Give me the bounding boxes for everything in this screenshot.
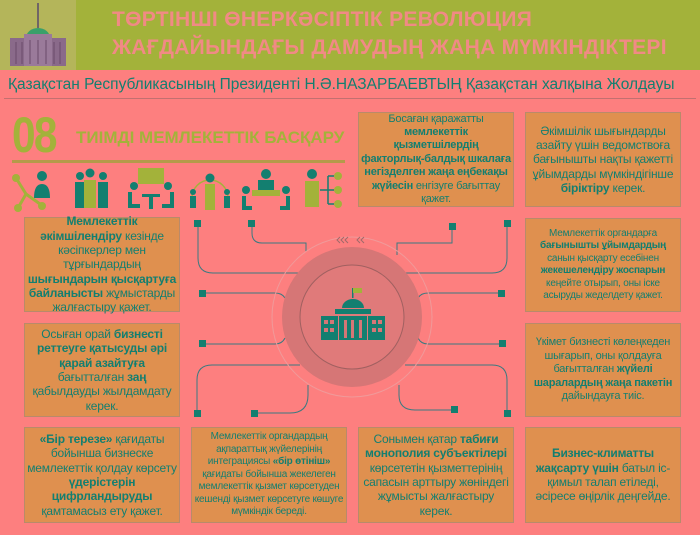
government-building-icon — [321, 288, 385, 340]
info-box-left1: Мемлекеттік әкімшілендіру кезінде кәсіпк… — [24, 214, 180, 315]
emphasis-text: үдерістерін цифрландыруды — [51, 475, 153, 504]
body-text: Босаған қаражатты — [388, 112, 484, 125]
emphasis-text: «бір өтініш» — [272, 456, 331, 468]
emphasis-text: бағынышты ұйымдардың — [540, 240, 666, 251]
emphasis-text: жекешелендіру жоспарын — [540, 265, 666, 276]
body-text: керек. — [609, 181, 646, 196]
info-box-right1: Мемлекеттік органдарға бағынышты ұйымдар… — [525, 218, 681, 312]
chevron-decoration-icon — [336, 236, 365, 244]
section-underline — [12, 160, 345, 163]
connector-endpoints — [194, 220, 511, 417]
divider — [4, 98, 696, 99]
body-text: кезінде кәсіпкерлер мен тұрғындардың — [58, 228, 164, 272]
body-text: Мемлекеттік органдарға — [549, 227, 657, 239]
body-text: санын қысқарту есебінен — [547, 252, 659, 264]
body-text: қағидаты бойынша жекелеген мемлекеттік қ… — [194, 468, 344, 518]
info-box-right3: Бизнес-климатты жақсарту үшін батыл іс-қ… — [525, 427, 681, 523]
info-box-top1: Босаған қаражатты мемлекеттік қызметшіле… — [358, 112, 514, 207]
team-icon — [75, 168, 108, 208]
body-text: Осыған орай — [41, 326, 114, 341]
info-box-text: Үкімет бизнесті көлеңкеден шығарып, оны … — [528, 336, 678, 403]
info-box-text: Бизнес-климатты жақсарту үшін батыл іс-қ… — [528, 446, 678, 504]
info-box-text: Сонымен қатар табиғи монополия субъектіл… — [361, 432, 511, 518]
body-text: кеңейте отырып, оны іске асыруды жеделде… — [543, 277, 663, 302]
body-text: дайындауға тиіс. — [561, 390, 645, 403]
presentation-meeting-icon — [128, 168, 174, 209]
info-box-right2: Үкімет бизнесті көлеңкеден шығарып, оны … — [525, 323, 681, 417]
emphasis-text: заң — [127, 370, 147, 384]
emphasis-text: мемлекеттік қызметшілердің факторлық-бал… — [361, 125, 511, 192]
info-box-bottom1: «Бір терезе» қағидаты бойынша бизнеске м… — [24, 427, 180, 523]
info-box-text: «Бір терезе» қағидаты бойынша бизнеске м… — [27, 432, 177, 518]
info-box-bottom2: Мемлекеттік органдардың ақпараттық жүйел… — [191, 427, 347, 523]
header-band — [0, 0, 700, 70]
info-box-bottom3: Сонымен қатар табиғи монополия субъектіл… — [358, 427, 514, 523]
conference-table-icon — [242, 169, 290, 210]
info-box-text: Мемлекеттік әкімшілендіру кезінде кәсіпк… — [27, 214, 177, 315]
emphasis-text: Мемлекеттік әкімшілендіру — [40, 214, 138, 243]
info-box-text: Босаған қаражатты мемлекеттік қызметшіле… — [361, 113, 511, 207]
body-text: Сонымен қатар — [373, 431, 460, 446]
info-box-text: Мемлекеттік органдарға бағынышты ұйымдар… — [528, 228, 678, 303]
hierarchy-person-icon — [305, 169, 342, 208]
info-box-top2: Әкімшілік шығындарды азайту үшін ведомст… — [525, 112, 681, 207]
info-box-text: Мемлекеттік органдардың ақпараттық жүйел… — [194, 431, 344, 519]
section-title: ТИІМДІ МЕМЛЕКЕТТІК БАСҚАРУ — [76, 128, 345, 147]
body-text: Әкімшілік шығындарды азайту үшін ведомст… — [532, 123, 674, 181]
body-text: көрсететін қызметтерінің сапасын арттыру… — [363, 460, 509, 518]
info-box-left2: Осыған орай бизнесті реттеуге қатысуды ә… — [24, 323, 180, 417]
info-box-text: Әкімшілік шығындарды азайту үшін ведомст… — [528, 124, 678, 196]
body-text: Мемлекеттік органдардың ақпараттық жүйел… — [207, 431, 328, 468]
body-text: Үкімет бизнесті көлеңкеден шығарып, оны … — [535, 336, 671, 376]
body-text: қамтамасыз ету қажет. — [41, 503, 163, 518]
network-person-icon — [12, 171, 50, 212]
palace-icon — [10, 3, 66, 66]
emphasis-text: шығындарын қысқартуға байланысты — [27, 271, 177, 301]
main-title-line2: ЖАҒДАЙЫНДАҒЫ ДАМУДЫҢ ЖАҢА МҮМКІНДІКТЕРІ — [112, 36, 667, 59]
body-text: жұмыстарды жалғастыру қажет. — [52, 286, 176, 315]
emphasis-text: жүйелі шаралардың жаңа пакетін — [533, 363, 673, 389]
body-text: енгізуге бағыттау қажет. — [413, 179, 501, 206]
body-text: қабылдауды жылдамдату керек. — [32, 384, 172, 413]
emphasis-text: бизнесті реттеуге қатысуды әрі қарай аза… — [37, 326, 167, 370]
body-text: батыл іс-қимыл талап етіледі, әсіресе өң… — [535, 460, 671, 504]
emphasis-text: Бизнес-климатты жақсарту үшін — [535, 446, 654, 475]
emphasis-text: «Бір терезе» — [39, 431, 113, 446]
main-title-line1: ТӨРТІНШІ ӨНЕРКӘСІПТІК РЕВОЛЮЦИЯ — [112, 8, 533, 31]
emphasis-text: біріктіру — [560, 181, 610, 196]
leader-circle-icon — [190, 173, 230, 210]
palace-image — [0, 0, 76, 70]
section-number: 08 — [12, 107, 58, 163]
info-box-text: Осыған орай бизнесті реттеуге қатысуды ә… — [27, 327, 177, 413]
subtitle: Қазақстан Республикасының Президенті Н.Ә… — [8, 76, 675, 93]
body-text: қағидаты бойынша бизнеске мемлекеттік қо… — [27, 431, 177, 475]
body-text: бағытталған — [57, 370, 128, 384]
emphasis-text: табиғи монополия субъектілері — [365, 431, 507, 461]
